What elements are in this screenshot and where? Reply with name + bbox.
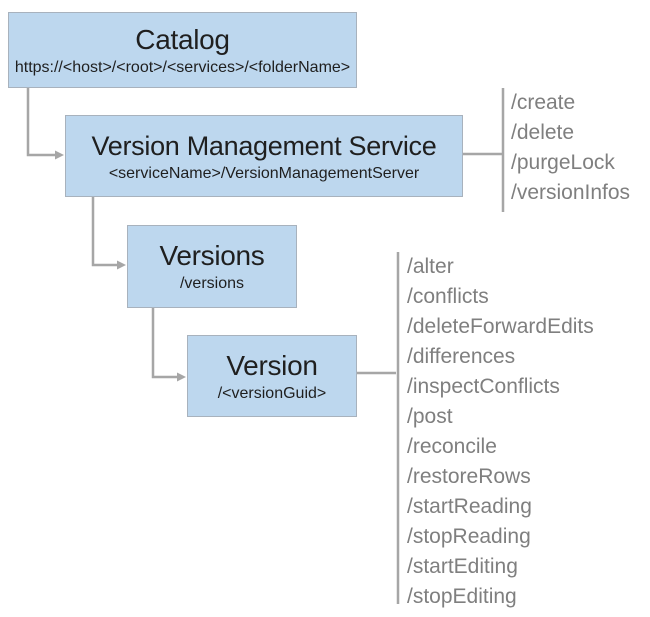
operation-item: /startEditing xyxy=(407,555,518,578)
versions-title: Versions xyxy=(159,240,265,271)
operation-item: /post xyxy=(407,405,453,428)
node-catalog: Catalog https://<host>/<root>/<services>… xyxy=(8,12,357,88)
operation-item: /conflicts xyxy=(407,285,489,308)
version-url-template: /<versionGuid> xyxy=(217,384,327,402)
operation-item: /reconcile xyxy=(407,435,497,458)
version-operations-list: /alter /conflicts /deleteForwardEdits /d… xyxy=(407,252,594,612)
operation-item: /purgeLock xyxy=(511,151,615,174)
operation-item: /versionInfos xyxy=(511,181,631,204)
connector-catalog-to-vms xyxy=(26,88,64,160)
operation-item: /deleteForwardEdits xyxy=(407,315,594,338)
vms-url-template: <serviceName>/VersionManagementServer xyxy=(108,164,420,182)
operation-item: /delete xyxy=(511,121,575,144)
operation-item: /stopReading xyxy=(407,525,531,548)
catalog-title: Catalog xyxy=(135,23,230,55)
node-versions: Versions /versions xyxy=(127,225,297,308)
connector-versions-to-version xyxy=(151,308,186,382)
catalog-url-template: https://<host>/<root>/<services>/<folder… xyxy=(14,58,351,76)
operation-item: /inspectConflicts xyxy=(407,375,560,398)
versions-url-template: /versions xyxy=(179,275,245,292)
operation-item: /differences xyxy=(407,345,516,368)
operation-item: /alter xyxy=(407,255,454,278)
operation-item: /create xyxy=(511,91,576,114)
operation-item: /startReading xyxy=(407,495,532,518)
node-version-management-service: Version Management Service <serviceName>… xyxy=(65,115,463,197)
node-version: Version /<versionGuid> xyxy=(187,335,357,417)
connector-vms-to-versions xyxy=(91,197,126,270)
vms-operations-list: /create /delete /purgeLock /versionInfos xyxy=(511,88,630,208)
vms-title: Version Management Service xyxy=(91,130,437,161)
operation-item: /stopEditing xyxy=(407,585,517,608)
operation-item: /restoreRows xyxy=(407,465,531,488)
version-title: Version xyxy=(226,349,318,381)
